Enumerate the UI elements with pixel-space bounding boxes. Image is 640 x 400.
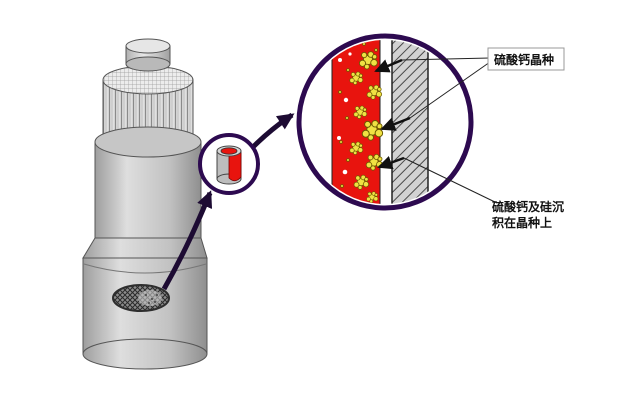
small-magnifier	[198, 133, 260, 195]
base-cylinder	[82, 257, 208, 370]
zoom-arrow-device-to-lens	[161, 190, 213, 291]
label-deposit-line2: 积在晶种上	[492, 215, 552, 230]
label-seed-crystal-box: 硫酸钙晶种	[487, 47, 565, 71]
housing-cylinder	[94, 126, 202, 239]
pointer-arrows	[374, 58, 411, 170]
leader-lines	[401, 57, 498, 204]
large-magnifier	[296, 33, 474, 211]
zoom-arrow-lens-to-detail	[250, 112, 295, 150]
device-cap	[125, 38, 171, 72]
crystal-clusters	[338, 42, 384, 204]
inspection-window	[112, 284, 170, 312]
membrane-module-device	[82, 38, 208, 370]
label-deposit-line1: 硫酸钙及硅沉	[492, 199, 564, 214]
tube-sample	[216, 145, 242, 185]
label-deposit: 硫酸钙及硅沉 积在晶种上	[492, 199, 564, 230]
label-seed-crystal: 硫酸钙晶种	[494, 52, 554, 67]
